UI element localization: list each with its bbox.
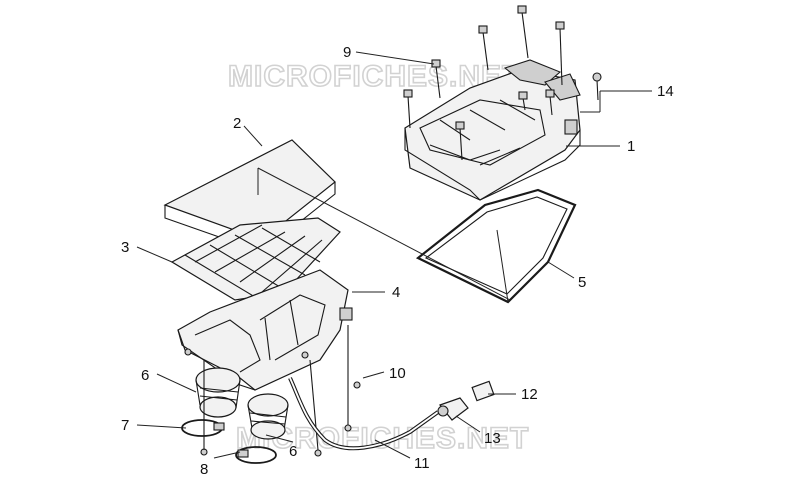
hose-clamp-left (181, 419, 225, 437)
hose-clamp-right (235, 446, 277, 464)
drain-cap (471, 380, 495, 402)
callout-9: 9 (343, 44, 351, 61)
leader-lines (136, 51, 652, 459)
cover-screws (403, 5, 602, 161)
callout-1: 1 (627, 138, 635, 155)
airbox-lower-body (177, 269, 353, 391)
intake-sleeve-right (247, 393, 289, 440)
callout-12: 12 (521, 386, 538, 403)
filter-grid (170, 217, 341, 301)
drain-fitting (437, 397, 469, 421)
callout-7: 7 (121, 417, 129, 434)
callout-3: 3 (121, 239, 129, 256)
intake-sleeve-left (195, 367, 241, 418)
callout-11: 11 (414, 455, 430, 472)
callout-13: 13 (484, 430, 501, 447)
callout-4: 4 (392, 284, 400, 301)
callout-labels: 1 2 3 4 5 6 6 7 8 9 10 11 12 13 14 (121, 44, 674, 478)
callout-10: 10 (389, 365, 406, 382)
fastener-set (200, 325, 361, 457)
callout-2: 2 (233, 115, 241, 132)
airbox-cover (404, 59, 581, 201)
callout-6b: 6 (289, 443, 297, 460)
drain-hose (288, 377, 440, 451)
callout-8: 8 (200, 461, 208, 478)
callout-6a: 6 (141, 367, 149, 384)
callout-5: 5 (578, 274, 586, 291)
callout-14: 14 (657, 83, 674, 100)
gasket-seal (415, 188, 577, 304)
